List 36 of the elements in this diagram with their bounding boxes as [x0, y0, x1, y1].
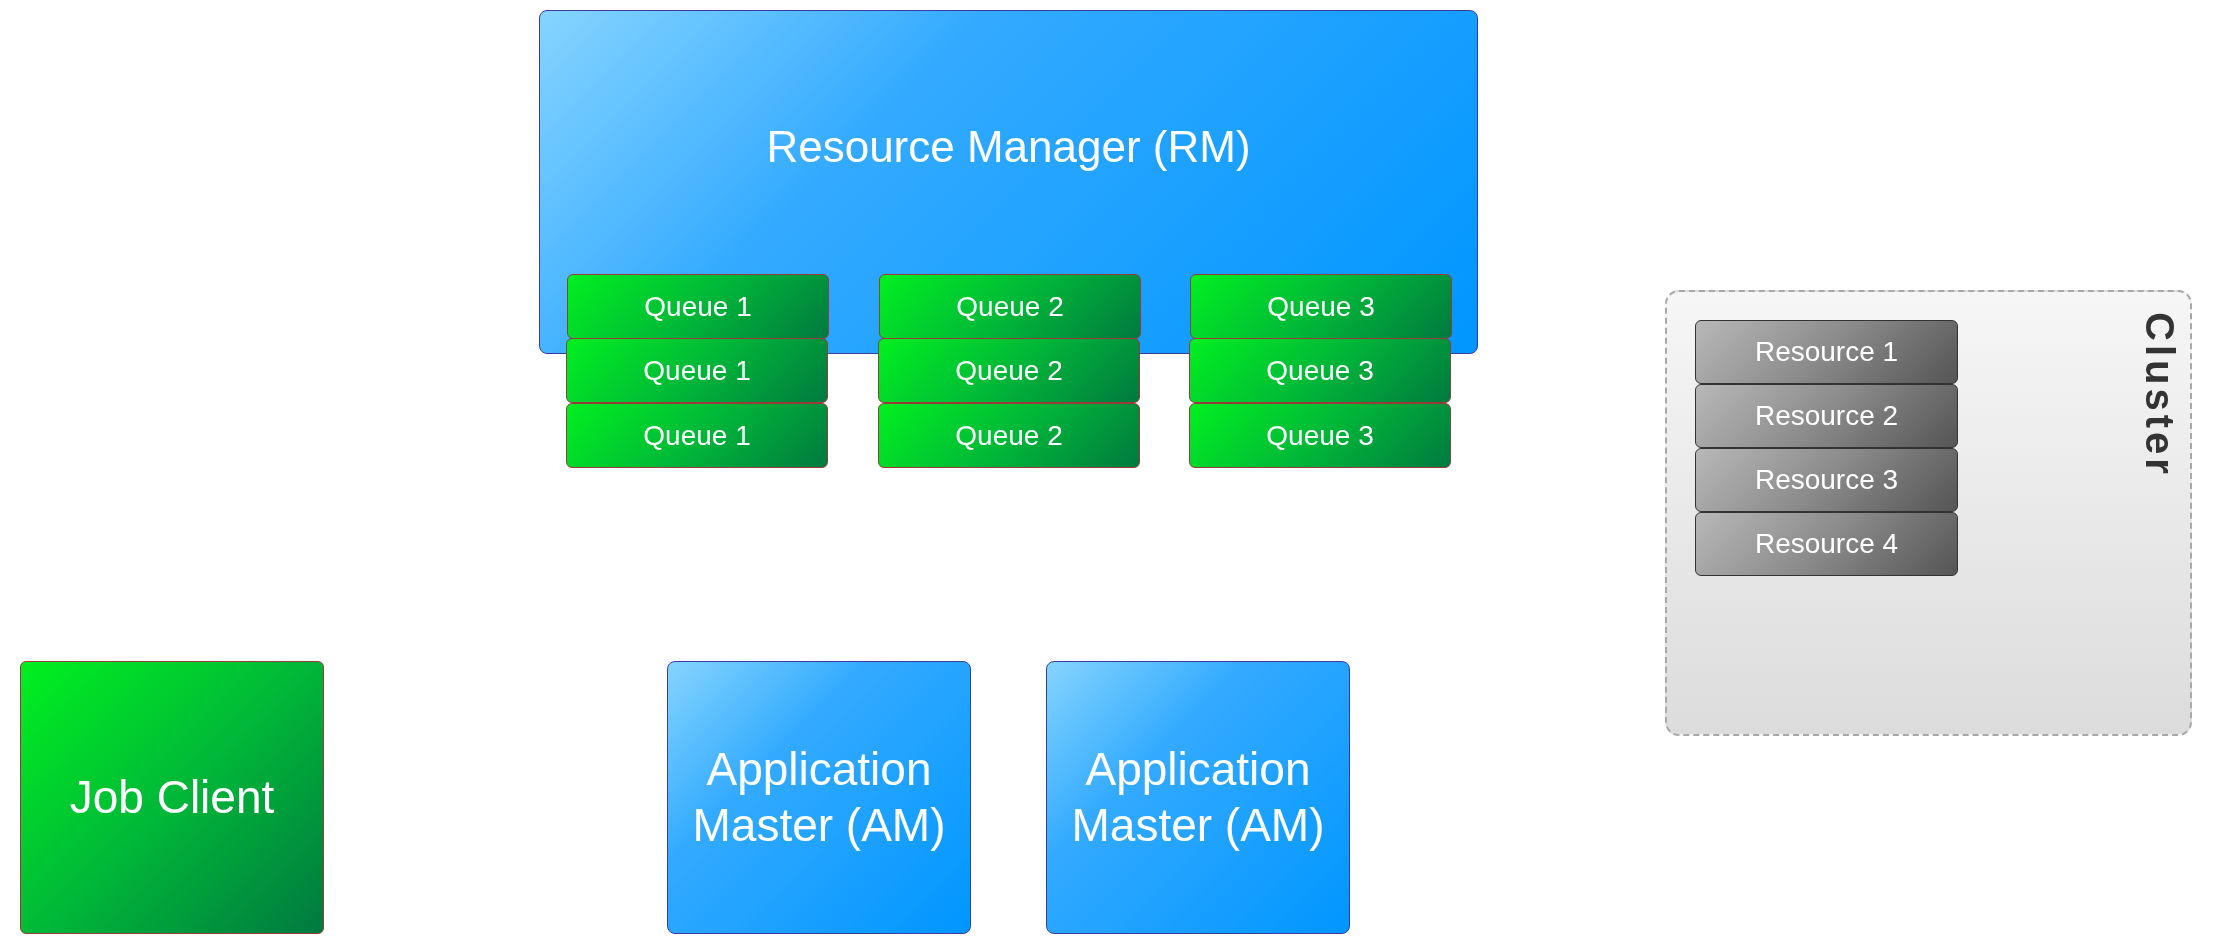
box-label: Queue 2 [955, 353, 1063, 388]
queue-box [1189, 338, 1451, 403]
box-label: Resource Manager (RM) [765, 121, 1252, 173]
cluster-title: Cluster [2137, 312, 2183, 478]
resource-box [1695, 448, 1958, 512]
box-label: Queue 3 [1267, 289, 1375, 324]
client-box [20, 661, 324, 934]
queue-box [878, 338, 1140, 403]
box-label: Queue 2 [955, 418, 1063, 453]
queue-box [567, 274, 829, 339]
box-label: Queue 3 [1266, 353, 1374, 388]
queue-box [1189, 403, 1451, 468]
box-label: Resource 4 [1754, 527, 1899, 561]
box-label: Resource 1 [1754, 335, 1899, 369]
box-label: Job Client [68, 769, 276, 825]
resource-box [1695, 512, 1958, 576]
box-label: Queue 3 [1266, 418, 1374, 453]
resource-box [1695, 320, 1958, 384]
box-label: Queue 2 [956, 289, 1064, 324]
queue-box [878, 403, 1140, 468]
box-label: Resource 2 [1754, 399, 1899, 433]
process-box [667, 661, 971, 934]
box-label: Queue 1 [644, 289, 752, 324]
queue-box [879, 274, 1141, 339]
resource-box [1695, 384, 1958, 448]
cluster-panel [1665, 290, 2192, 736]
process-box [539, 10, 1478, 354]
box-label: Application Master (AM) [691, 742, 947, 853]
queue-box [566, 403, 828, 468]
box-label: Queue 1 [643, 418, 751, 453]
process-box [1046, 661, 1350, 934]
queue-box [566, 338, 828, 403]
box-label: Resource 3 [1754, 463, 1899, 497]
box-label: Application Master (AM) [1070, 742, 1326, 853]
queue-box [1190, 274, 1452, 339]
box-label: Queue 1 [643, 353, 751, 388]
